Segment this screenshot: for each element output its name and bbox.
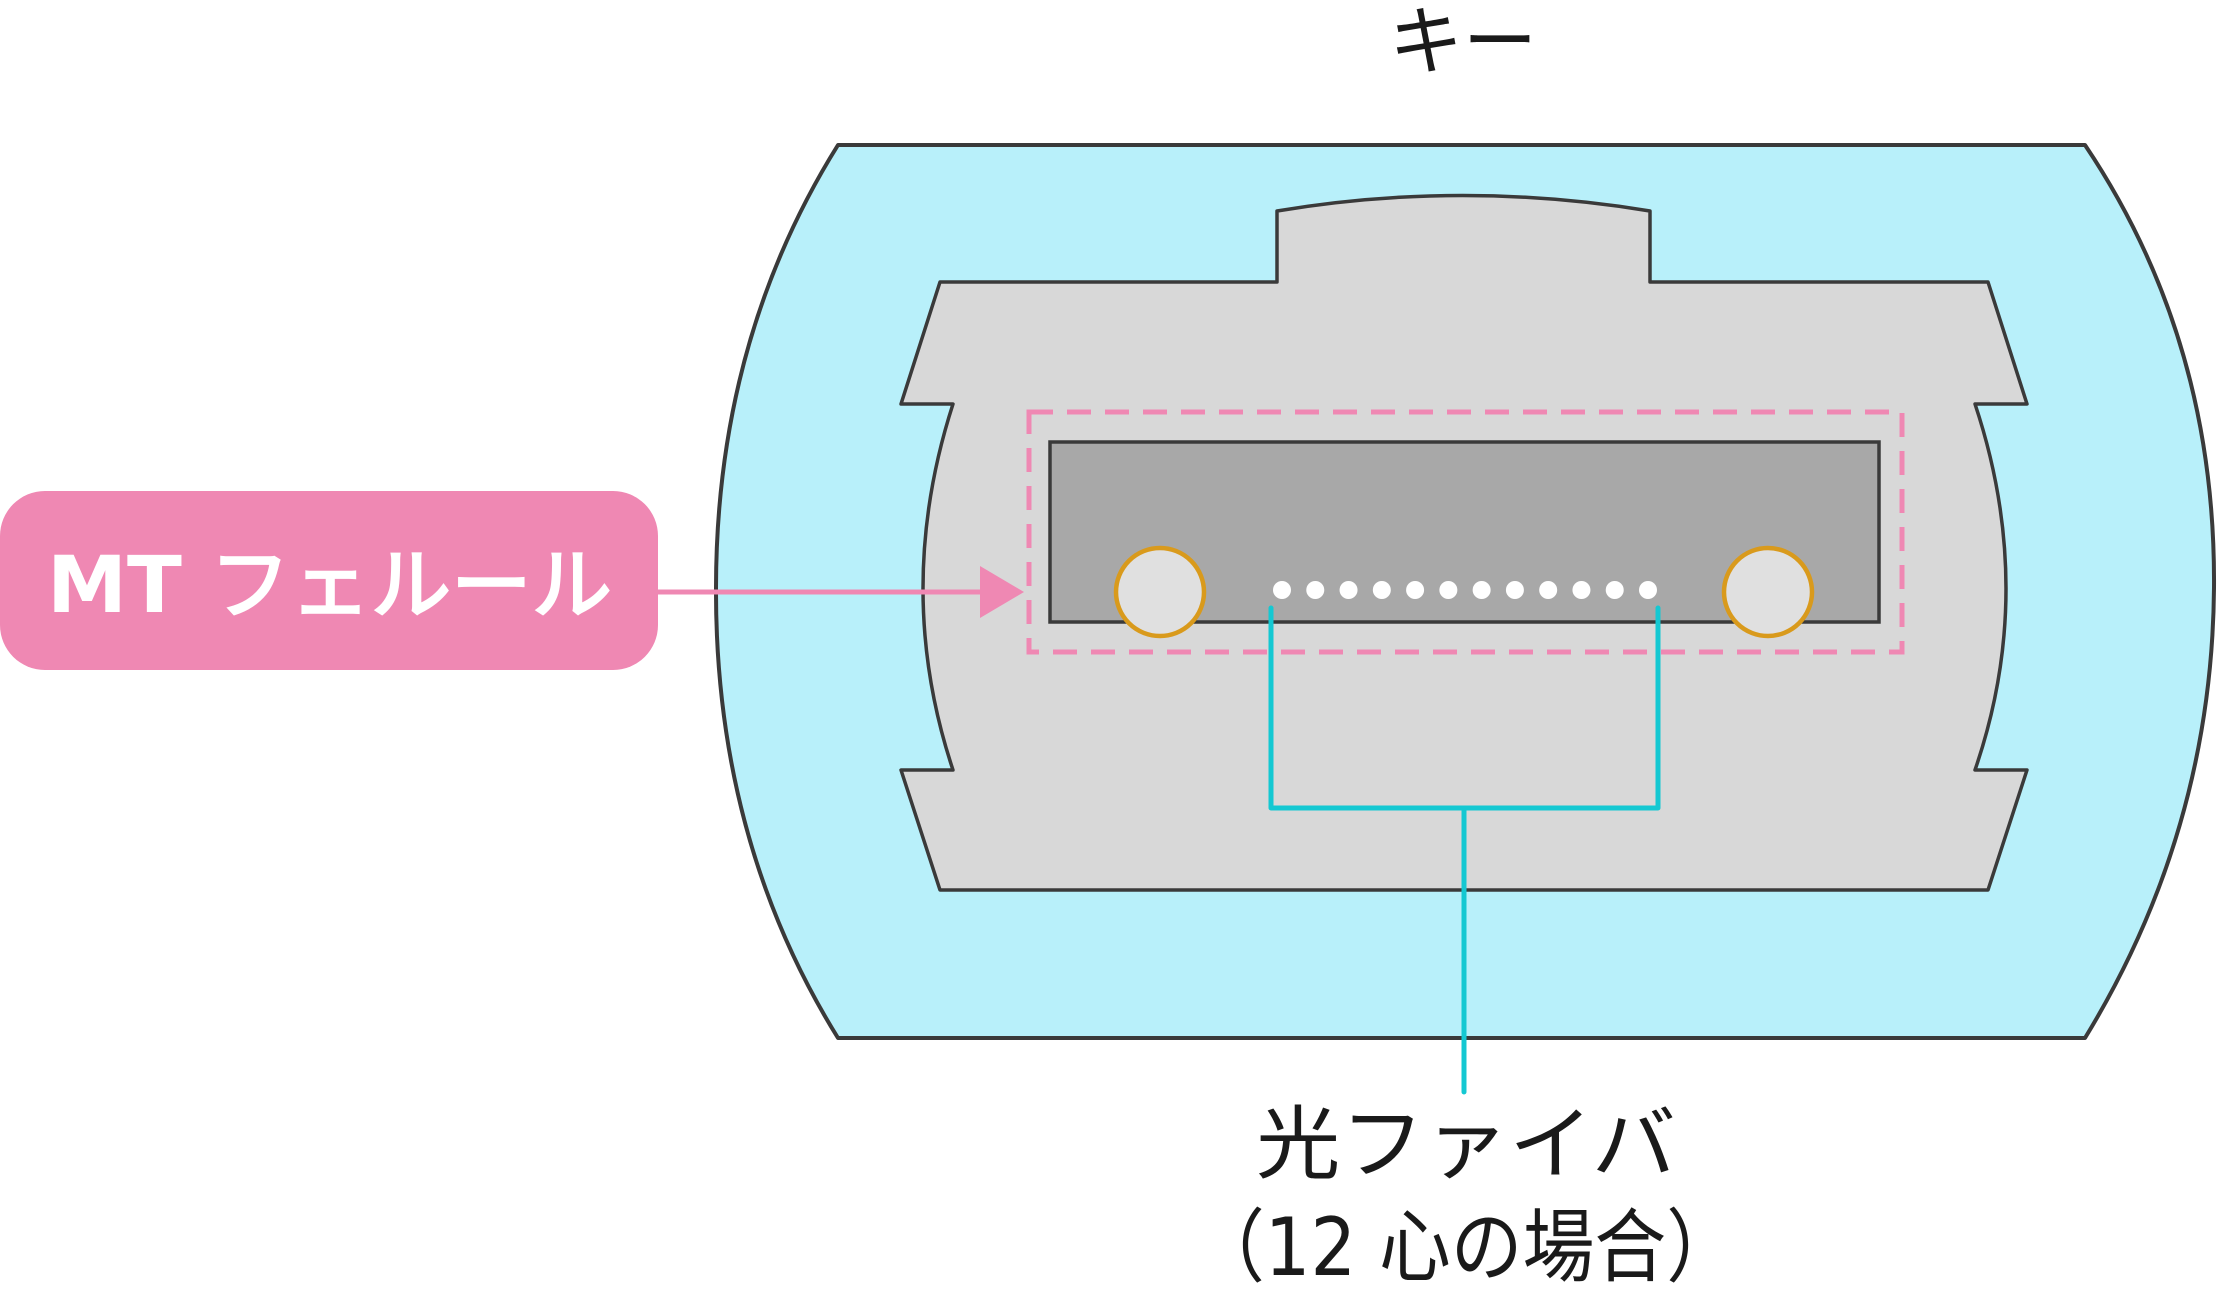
fiber-dot [1306,581,1325,599]
fiber-dot [1605,581,1624,599]
arrow-right-icon [980,566,1024,618]
fiber-count-note: （12 心の場合） [1193,1201,1738,1294]
fiber-dot [1339,581,1358,599]
guide-pin-icon [1721,545,1815,639]
fiber-bracket [1268,605,1661,1095]
guide-pin-icon [1113,545,1207,639]
fiber-dot [1539,581,1558,599]
fiber-dot [1472,581,1491,599]
fiber-dot [1372,581,1391,599]
key-label: キー [1389,0,1537,86]
fiber-dot [1505,581,1524,599]
fiber-dot [1406,581,1425,599]
fiber-dot [1273,581,1291,599]
fiber-dot [1639,581,1657,599]
ferrule-label: MT フェルール [47,541,612,631]
ferrule-callout-badge [0,491,658,670]
fiber-label: 光ファイバ [1256,1098,1676,1191]
fiber-dot [1439,581,1458,599]
ferrule-highlight-dashed [1026,409,1905,655]
fiber-array [1273,581,1657,599]
fiber-dot [1572,581,1591,599]
